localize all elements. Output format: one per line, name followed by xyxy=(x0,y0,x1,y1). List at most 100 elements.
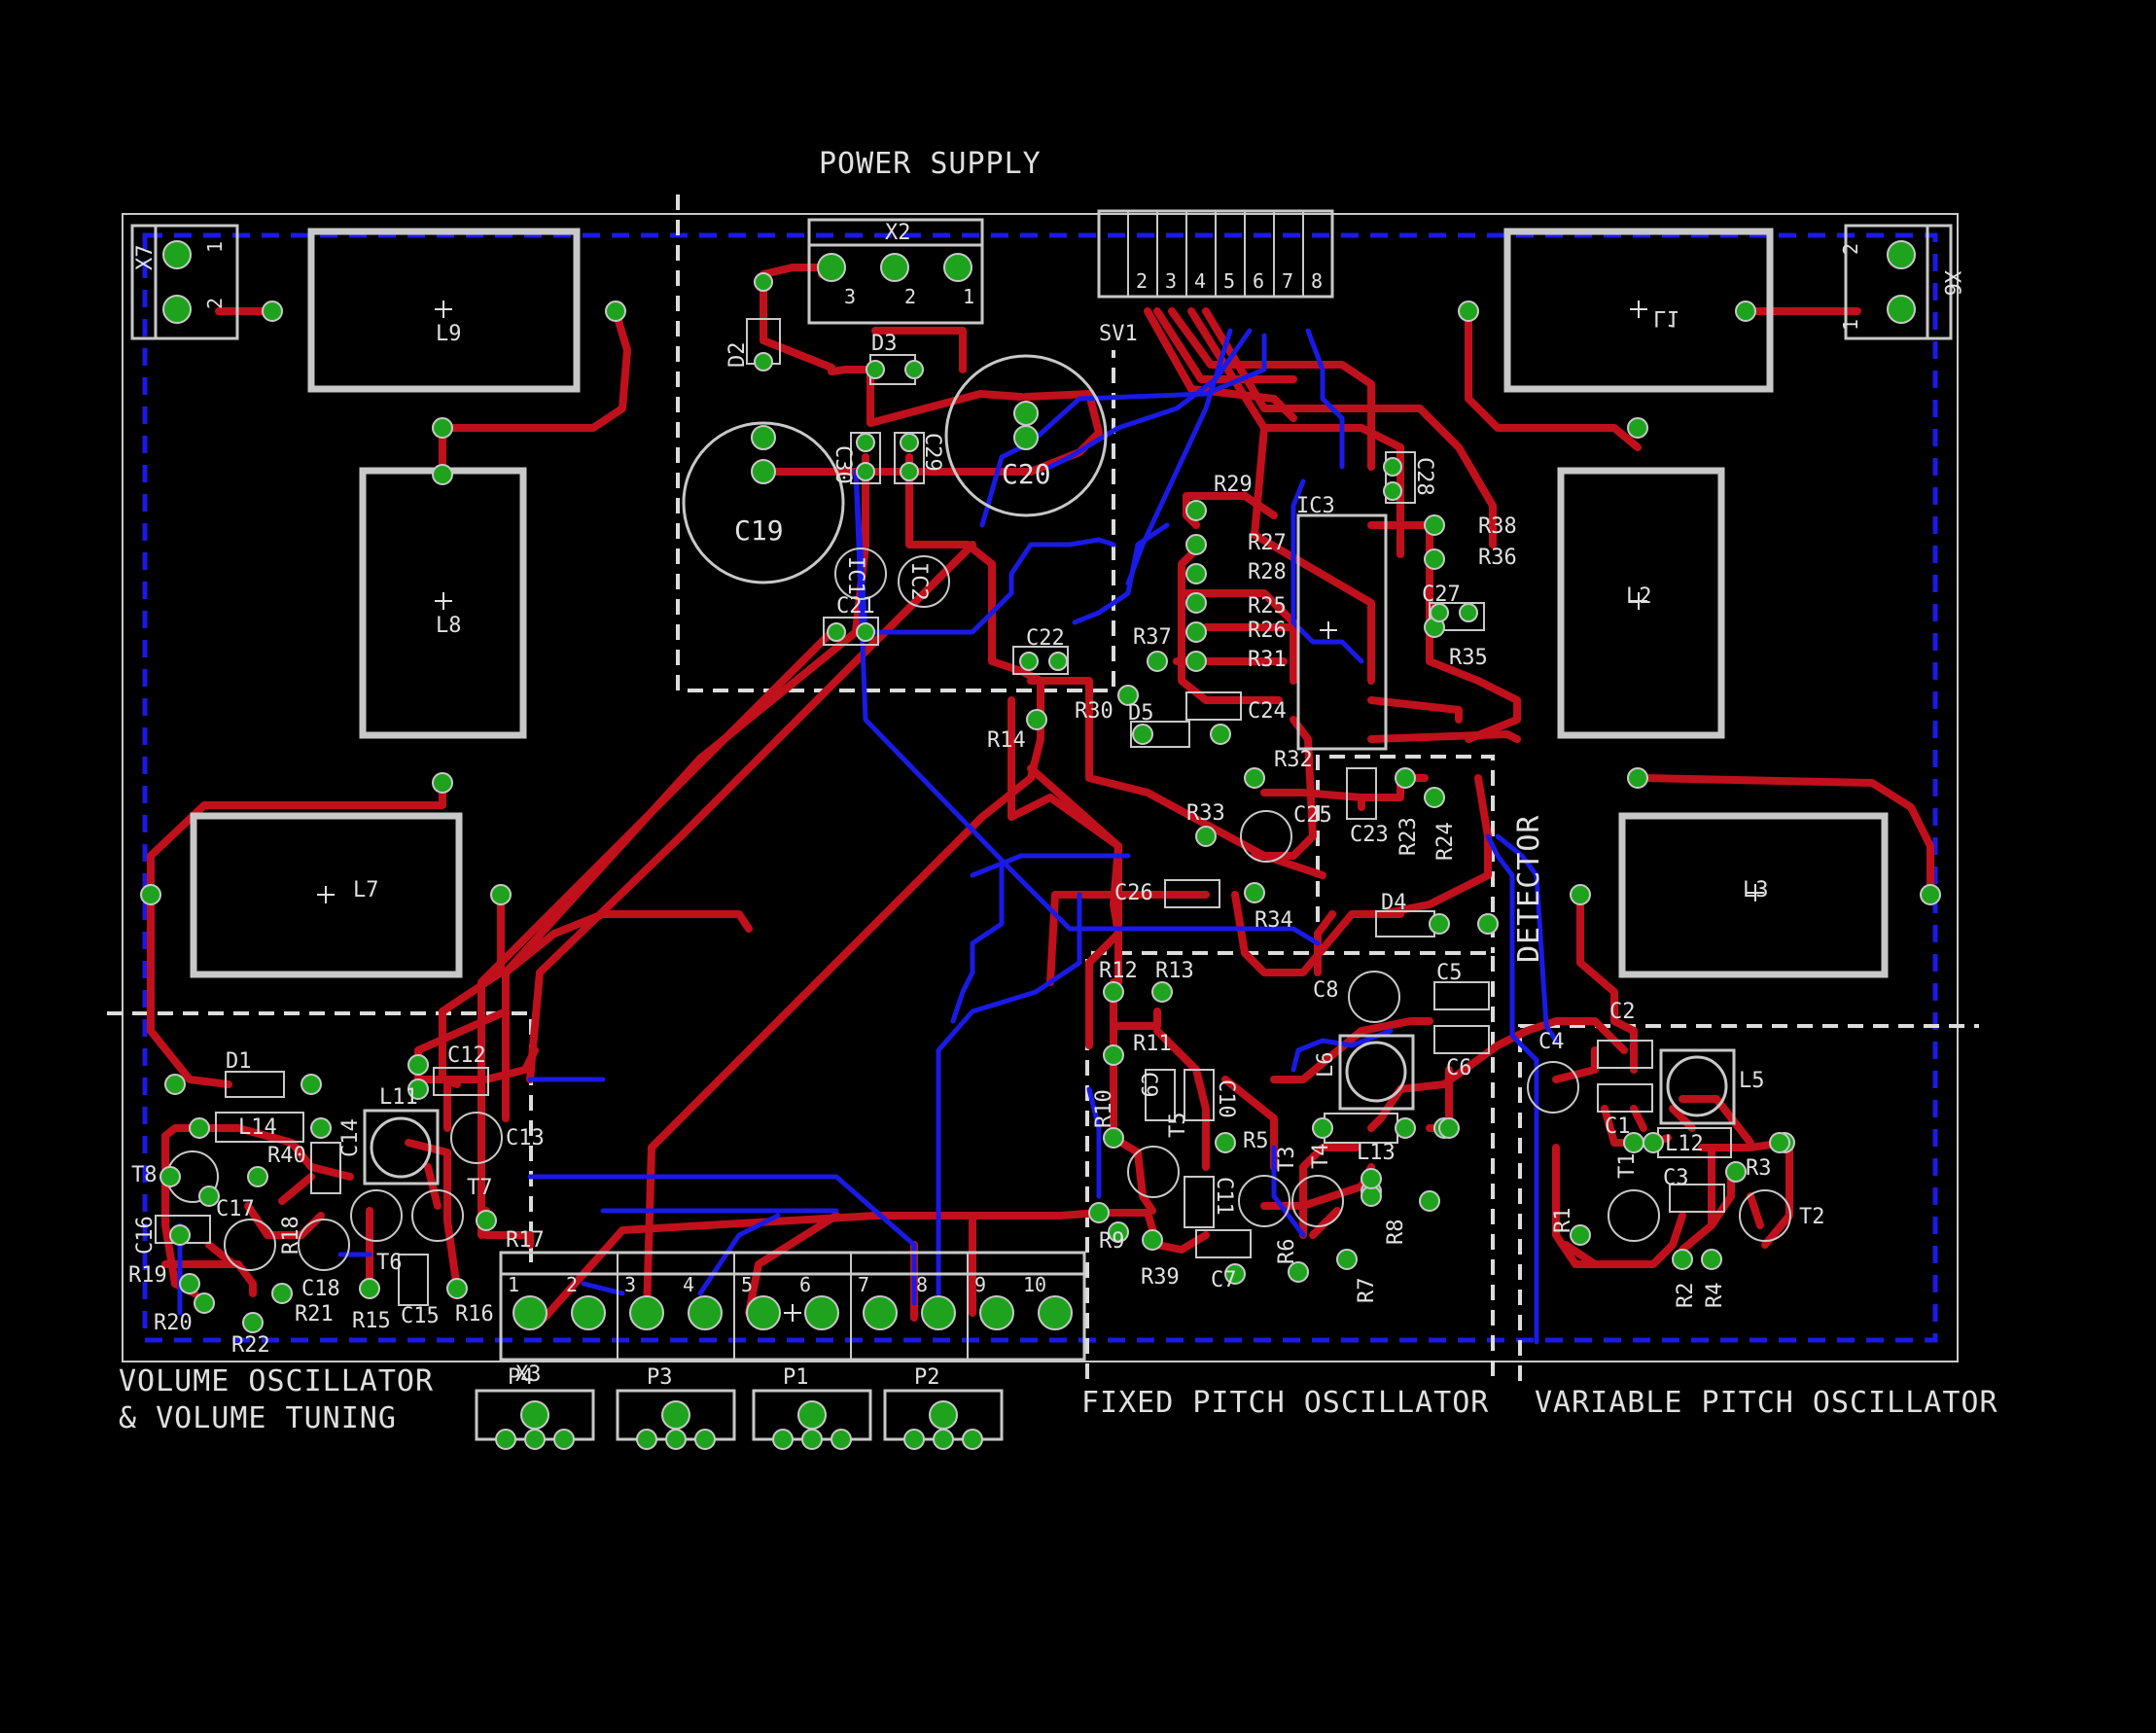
label-r7: R7 xyxy=(1355,1278,1379,1304)
pad xyxy=(1288,1261,1309,1283)
label-r40: R40 xyxy=(267,1144,306,1168)
label-r24: R24 xyxy=(1433,822,1458,861)
label-t6: T6 xyxy=(376,1251,403,1275)
label-r25: R25 xyxy=(1248,594,1287,619)
detector-title: DETECTOR xyxy=(1512,815,1546,964)
pad xyxy=(242,1312,264,1333)
pad xyxy=(169,1224,191,1246)
c8-body xyxy=(1348,971,1400,1023)
label-c11: C11 xyxy=(1212,1177,1236,1216)
pad xyxy=(754,272,773,292)
c20-body xyxy=(944,354,1108,517)
pad xyxy=(1147,651,1168,672)
pad xyxy=(1088,1202,1110,1223)
label-ic3: IC3 xyxy=(1296,494,1335,518)
label-x2: X2 xyxy=(885,221,911,245)
pad xyxy=(1117,685,1139,706)
pad xyxy=(1769,1132,1790,1153)
section-dividers xyxy=(107,195,1979,1381)
pad xyxy=(162,240,192,269)
label-c23: C23 xyxy=(1350,823,1389,847)
label-p2: P2 xyxy=(914,1365,940,1390)
pad xyxy=(754,352,773,371)
pads xyxy=(140,240,1941,1450)
label-r28: R28 xyxy=(1248,560,1287,584)
pad xyxy=(1013,401,1039,426)
pad xyxy=(1103,1127,1124,1149)
pad xyxy=(164,1074,186,1095)
label-l14: L14 xyxy=(238,1115,277,1140)
sv1-pin-3: 3 xyxy=(1165,269,1177,293)
pot-pad xyxy=(665,1429,687,1450)
x3-terminal-pad xyxy=(688,1295,723,1330)
label-c27: C27 xyxy=(1422,583,1461,607)
label-l11: L11 xyxy=(379,1085,418,1110)
pad xyxy=(1430,603,1449,622)
label-r35: R35 xyxy=(1449,646,1488,670)
x3-pin-2: 2 xyxy=(566,1273,578,1296)
label-d5: D5 xyxy=(1128,701,1154,725)
ic1-body xyxy=(834,548,887,600)
pad xyxy=(1424,787,1445,808)
t3-body xyxy=(1238,1175,1290,1227)
label-r32: R32 xyxy=(1274,748,1313,772)
sv1-pin-5: 5 xyxy=(1223,269,1235,293)
pad xyxy=(179,1273,200,1294)
label-d3: D3 xyxy=(871,332,898,356)
label-c7: C7 xyxy=(1211,1268,1237,1292)
label-c4: C4 xyxy=(1538,1030,1565,1054)
label-c25: C25 xyxy=(1293,803,1332,828)
x3-terminal-pad xyxy=(571,1295,606,1330)
l14-body xyxy=(215,1112,304,1143)
pad xyxy=(1424,548,1445,570)
sv1-pin-7: 7 xyxy=(1282,269,1293,293)
label-r15: R15 xyxy=(352,1309,391,1333)
label-l5: L5 xyxy=(1739,1069,1765,1093)
pad xyxy=(943,253,972,282)
pad xyxy=(476,1210,497,1231)
c19-body xyxy=(682,421,845,584)
pot-pad xyxy=(495,1429,516,1450)
label-c18: C18 xyxy=(301,1277,340,1301)
l7-body xyxy=(190,812,463,978)
pad xyxy=(1185,651,1207,672)
pad xyxy=(432,417,453,439)
pad xyxy=(1244,882,1265,903)
label-r12: R12 xyxy=(1099,959,1138,983)
pad xyxy=(866,360,885,379)
x3-pin-3: 3 xyxy=(624,1273,636,1296)
x3-terminal-pad xyxy=(629,1295,664,1330)
power-supply-title: POWER SUPPLY xyxy=(819,147,1042,181)
x7-body xyxy=(130,224,239,340)
label-ic2: IC2 xyxy=(906,562,931,601)
pad xyxy=(1103,1044,1124,1066)
l2-body xyxy=(1557,467,1725,739)
pad xyxy=(262,301,283,322)
label-r4: R4 xyxy=(1703,1283,1727,1309)
c18-body xyxy=(298,1219,350,1271)
label-l2: L2 xyxy=(1626,584,1652,609)
label-r30: R30 xyxy=(1075,699,1113,724)
label-r1: R1 xyxy=(1551,1208,1575,1234)
label-c5: C5 xyxy=(1436,961,1463,985)
sv1-pin-6: 6 xyxy=(1253,269,1264,293)
label-c19: C19 xyxy=(734,514,784,547)
label-p1: P1 xyxy=(783,1365,809,1390)
pad xyxy=(159,1166,181,1187)
t1-body xyxy=(1608,1189,1660,1242)
label-c15: C15 xyxy=(401,1304,440,1328)
label-sv1: SV1 xyxy=(1099,322,1138,346)
ic2-body xyxy=(898,555,950,608)
l11-body xyxy=(363,1109,440,1185)
label-r23: R23 xyxy=(1396,817,1421,856)
t4-body xyxy=(1291,1175,1344,1227)
x3-pin-1: 1 xyxy=(508,1273,519,1296)
pad xyxy=(432,464,453,485)
pad xyxy=(856,433,875,452)
label-d4: D4 xyxy=(1381,891,1407,915)
pad xyxy=(1429,913,1450,935)
pad xyxy=(1185,500,1207,521)
pad xyxy=(1224,1263,1246,1285)
x6-pin-2: 2 xyxy=(1839,243,1862,255)
